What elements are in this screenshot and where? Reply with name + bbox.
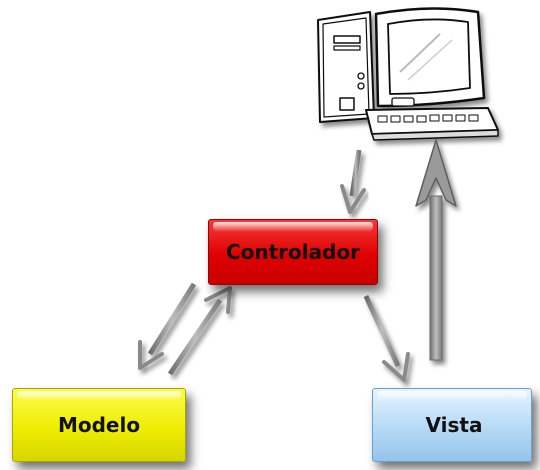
modelo-label: Modelo xyxy=(57,413,141,437)
arrow-modelo-to-controlador xyxy=(167,286,232,376)
controlador-box: Controlador xyxy=(208,219,378,285)
desktop-computer-icon xyxy=(317,7,499,141)
arrow-controlador-to-modelo xyxy=(138,282,197,370)
vista-box: Vista xyxy=(372,388,532,462)
arrow-computer-to-controlador xyxy=(340,149,366,214)
modelo-gloss xyxy=(17,391,181,401)
arrow-controlador-to-vista xyxy=(363,294,410,382)
controlador-label: Controlador xyxy=(225,240,361,264)
controlador-gloss xyxy=(213,222,373,232)
vista-gloss xyxy=(377,391,527,401)
vista-label: Vista xyxy=(425,413,483,437)
arrow-vista-to-computer xyxy=(415,139,457,361)
modelo-box: Modelo xyxy=(12,388,186,462)
